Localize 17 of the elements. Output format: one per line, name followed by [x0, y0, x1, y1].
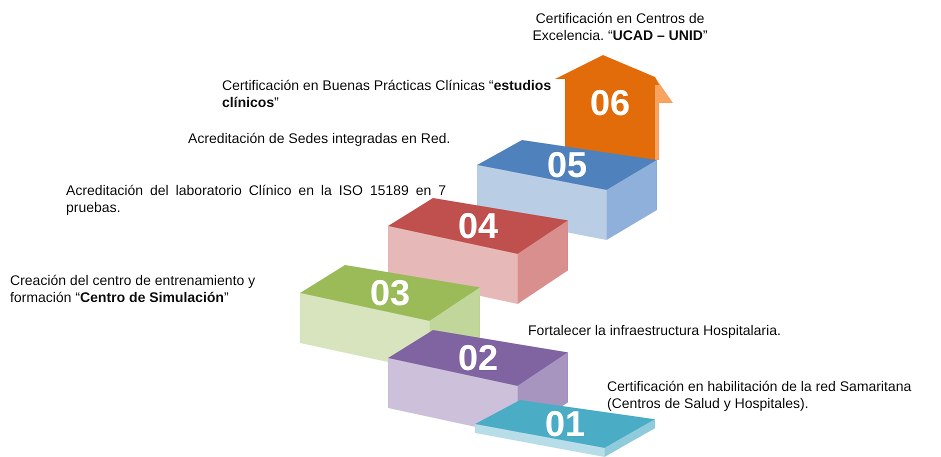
milestone-text: Acreditación de Sedes integradas en Red. [188, 130, 452, 147]
step-number: 03 [370, 273, 410, 313]
step-number: 01 [544, 404, 586, 444]
step-number: 06 [590, 83, 630, 123]
stair-step [388, 198, 568, 254]
stair-step [477, 140, 657, 190]
step-number: 05 [546, 145, 588, 185]
milestone-text: Fortalecer la infraestructura Hospitalaria. [528, 322, 782, 339]
stair-step [300, 265, 480, 321]
step-number: 02 [458, 338, 498, 378]
milestone-text: Creación del centro de entrenamiento y formación “Centro de Simulación” [10, 272, 256, 306]
step-number: 04 [458, 206, 498, 246]
milestone-text: Acreditación del laboratorio Clínico en la ISO 15189 en 7 pruebas. [66, 182, 446, 216]
milestone-text: Certificación en Buenas Prácticas Clínicas “estudios clínicos” [222, 77, 552, 111]
arrow-shape [555, 55, 659, 140]
milestone-text: Certificación en Centros de Excelencia. “UCAD – UNID” [531, 10, 709, 44]
milestone-text: Certificación en habilitación de la red Samaritana (Centros de Salud y Hospitales). [607, 378, 912, 412]
